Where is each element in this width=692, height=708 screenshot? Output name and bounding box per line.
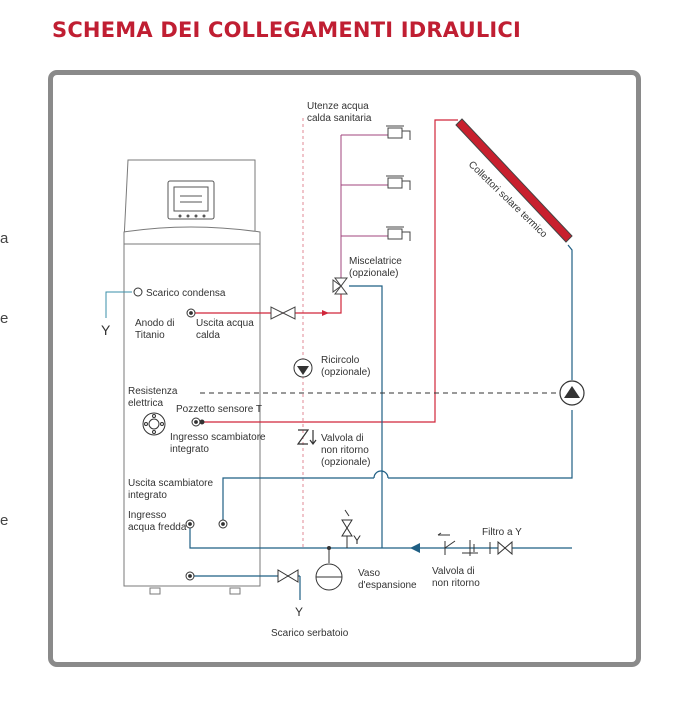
strainer-icon bbox=[462, 540, 478, 556]
filter-y-icon bbox=[489, 540, 513, 556]
connection-port bbox=[133, 287, 228, 581]
ricircolo-pump-icon bbox=[293, 358, 313, 378]
condensate-line bbox=[105, 291, 132, 318]
solar-collector bbox=[455, 118, 573, 243]
svg-text:Y: Y bbox=[101, 322, 111, 338]
check-valve-icon bbox=[437, 532, 456, 555]
heating-element-icon bbox=[142, 412, 166, 436]
scarico-serbatoio-label: Scarico serbatoio bbox=[271, 628, 349, 639]
control-panel-icon bbox=[167, 180, 215, 220]
hot-water-line bbox=[193, 119, 458, 423]
svg-text:Y: Y bbox=[353, 533, 361, 547]
miscelatrice-label: Miscelatrice(opzionale) bbox=[349, 256, 402, 279]
cropped-text-fragment-2: e bbox=[0, 310, 9, 327]
scarico-condensa-label: Scarico condensa bbox=[146, 288, 226, 299]
cropped-text-fragment-1: a bbox=[0, 230, 9, 247]
drain-valve-icon bbox=[277, 569, 299, 583]
svg-text:Y: Y bbox=[295, 605, 303, 619]
ricircolo-label: Ricircolo(opzionale) bbox=[321, 355, 370, 378]
filtro-label: Filtro a Y bbox=[482, 527, 522, 538]
mixer-valve-icon bbox=[332, 277, 348, 295]
cropped-text-fragment-3: e bbox=[0, 512, 9, 529]
pump-icon bbox=[559, 380, 585, 406]
safety-valve-icon bbox=[341, 509, 353, 548]
faucet-icon bbox=[386, 125, 411, 241]
pozzetto-label: Pozzetto sensore T bbox=[176, 404, 262, 415]
check-valve-icon bbox=[296, 429, 317, 445]
expansion-vessel-icon bbox=[315, 548, 343, 591]
valve-icon bbox=[270, 306, 296, 320]
recirc-lines bbox=[340, 134, 390, 282]
page-title: SCHEMA DEI COLLEGAMENTI IDRAULICI bbox=[52, 18, 522, 42]
